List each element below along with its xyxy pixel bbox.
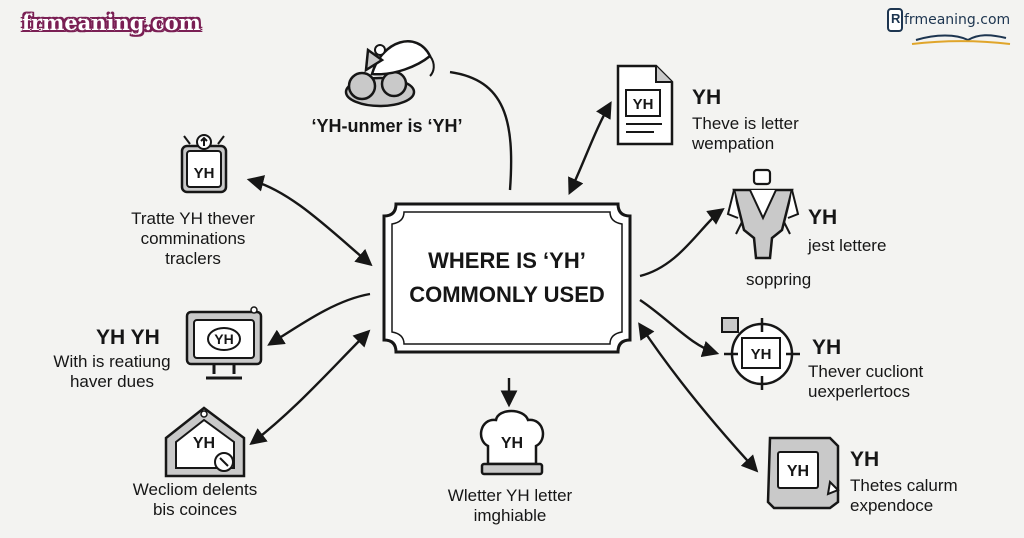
brand-wordmark-left[interactable]: frmeaning.com <box>22 10 201 35</box>
left-1-line3: traclers <box>165 249 221 268</box>
right-2-line1: jest lettere <box>808 236 887 255</box>
right-3-line2: uexperlertocs <box>808 382 911 401</box>
right-4-line1: Thetes calurm <box>850 476 958 495</box>
arrow-right-2 <box>639 208 725 278</box>
right-3-line1: Thever cucliont <box>808 362 924 381</box>
right-2-title: YH <box>808 206 838 229</box>
folder-icon: YH <box>766 436 840 510</box>
arrow-right-4 <box>638 322 759 473</box>
right-4-label: Thetes calurm expendoce <box>850 476 958 516</box>
central-title-line1: WHERE IS ‘YH’ <box>428 248 586 273</box>
arrow-left-2 <box>267 292 371 346</box>
logo-wordmark: frmeaning.com <box>904 12 1011 28</box>
top-center-caption: ‘YH-unmer is ‘YH’ <box>311 116 463 136</box>
target-crosshair-icon: YH <box>721 317 800 390</box>
left-1-line2: comminations <box>140 229 246 248</box>
badge-text: YH <box>214 331 233 347</box>
book-logo-icon <box>887 8 1011 45</box>
right-1-line2: wempation <box>692 134 775 153</box>
bottom-center-label: Wletter YH letter imghiable <box>420 486 600 526</box>
arrow-left-1 <box>246 175 373 267</box>
left-2-title: YH YH <box>96 326 160 349</box>
brand-logo-right[interactable]: R frmeaning.com <box>886 6 1016 50</box>
bottom-center-line2: imghiable <box>473 506 547 525</box>
central-title-line2: COMMONLY USED <box>409 282 605 307</box>
right-1-label: Theve is letter wempation <box>692 114 799 154</box>
right-3-title: YH <box>812 336 842 359</box>
right-1-title: YH <box>692 86 722 109</box>
left-3-label: Wecliom delents bis coinces <box>110 480 280 520</box>
arrow-right-3 <box>639 299 720 358</box>
document-icon: YH <box>616 64 674 146</box>
badge-text: YH <box>633 96 654 113</box>
robot-figure-icon <box>726 168 800 260</box>
badge-text: YH <box>787 463 809 480</box>
chef-hat-icon: YH <box>479 409 545 476</box>
arrow-right-1 <box>568 101 612 196</box>
left-1-line1: Tratte YH thever <box>131 209 255 228</box>
right-4-line2: expendoce <box>850 496 934 515</box>
left-1-label: Tratte YH thever comminations traclers <box>118 209 268 269</box>
monitor-icon: YH <box>185 306 263 380</box>
badge-text: YH <box>501 435 523 452</box>
home-icon: YH <box>164 406 246 478</box>
bottom-center-line1: Wletter YH letter <box>447 486 573 505</box>
right-1-line1: Theve is letter <box>692 114 799 133</box>
central-title-box: WHERE IS ‘YH’ COMMONLY USED <box>380 200 634 356</box>
arrow-top-center <box>449 70 513 191</box>
left-3-line1: Wecliom delents <box>132 480 258 499</box>
left-2-label: With is reatiung haver dues <box>42 352 182 392</box>
badge-text: YH <box>194 165 215 182</box>
upload-tablet-icon: YH <box>180 134 228 194</box>
right-3-label: Thever cucliont uexperlertocs <box>808 362 923 402</box>
logo-letter: R <box>891 11 901 26</box>
left-3-line2: bis coinces <box>152 500 238 519</box>
badge-text: YH <box>751 346 772 363</box>
ornate-frame <box>382 202 632 354</box>
right-4-title: YH <box>850 448 880 471</box>
arrow-left-3 <box>249 329 371 446</box>
left-2-line1: With is reatiung <box>53 352 171 371</box>
badge-text: YH <box>193 435 215 452</box>
rocket-cloud-icon <box>344 40 435 108</box>
right-2-line2: soppring <box>746 270 812 289</box>
left-2-line2: haver dues <box>69 372 155 391</box>
